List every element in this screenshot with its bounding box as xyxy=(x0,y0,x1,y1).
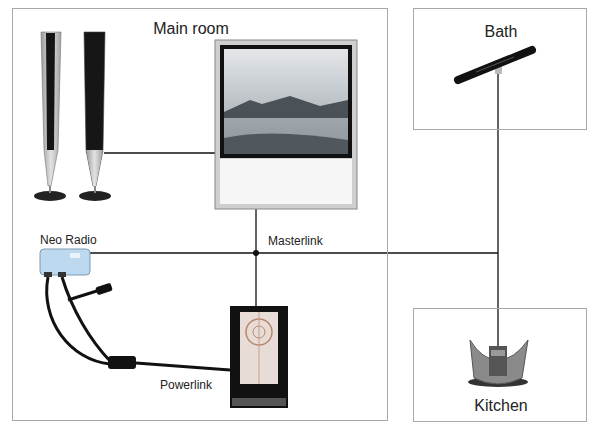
junction-dot xyxy=(253,250,259,256)
device-label: Neo Radio xyxy=(38,233,99,247)
link-label: Powerlink xyxy=(158,378,214,392)
cd-player xyxy=(230,306,288,408)
kitchen-speaker xyxy=(468,340,528,387)
link-label: Masterlink xyxy=(266,234,325,248)
room-region: Bath xyxy=(413,8,587,130)
floor-speakers xyxy=(34,32,111,201)
room-title: Main room xyxy=(153,19,229,38)
bath-speaker xyxy=(458,50,532,80)
television xyxy=(215,40,357,209)
room-region: Kitchen xyxy=(413,308,587,422)
room-title: Kitchen xyxy=(474,396,527,415)
neo-radio xyxy=(40,249,230,370)
room-title: Bath xyxy=(485,22,518,41)
room-region: Main room xyxy=(12,8,388,421)
